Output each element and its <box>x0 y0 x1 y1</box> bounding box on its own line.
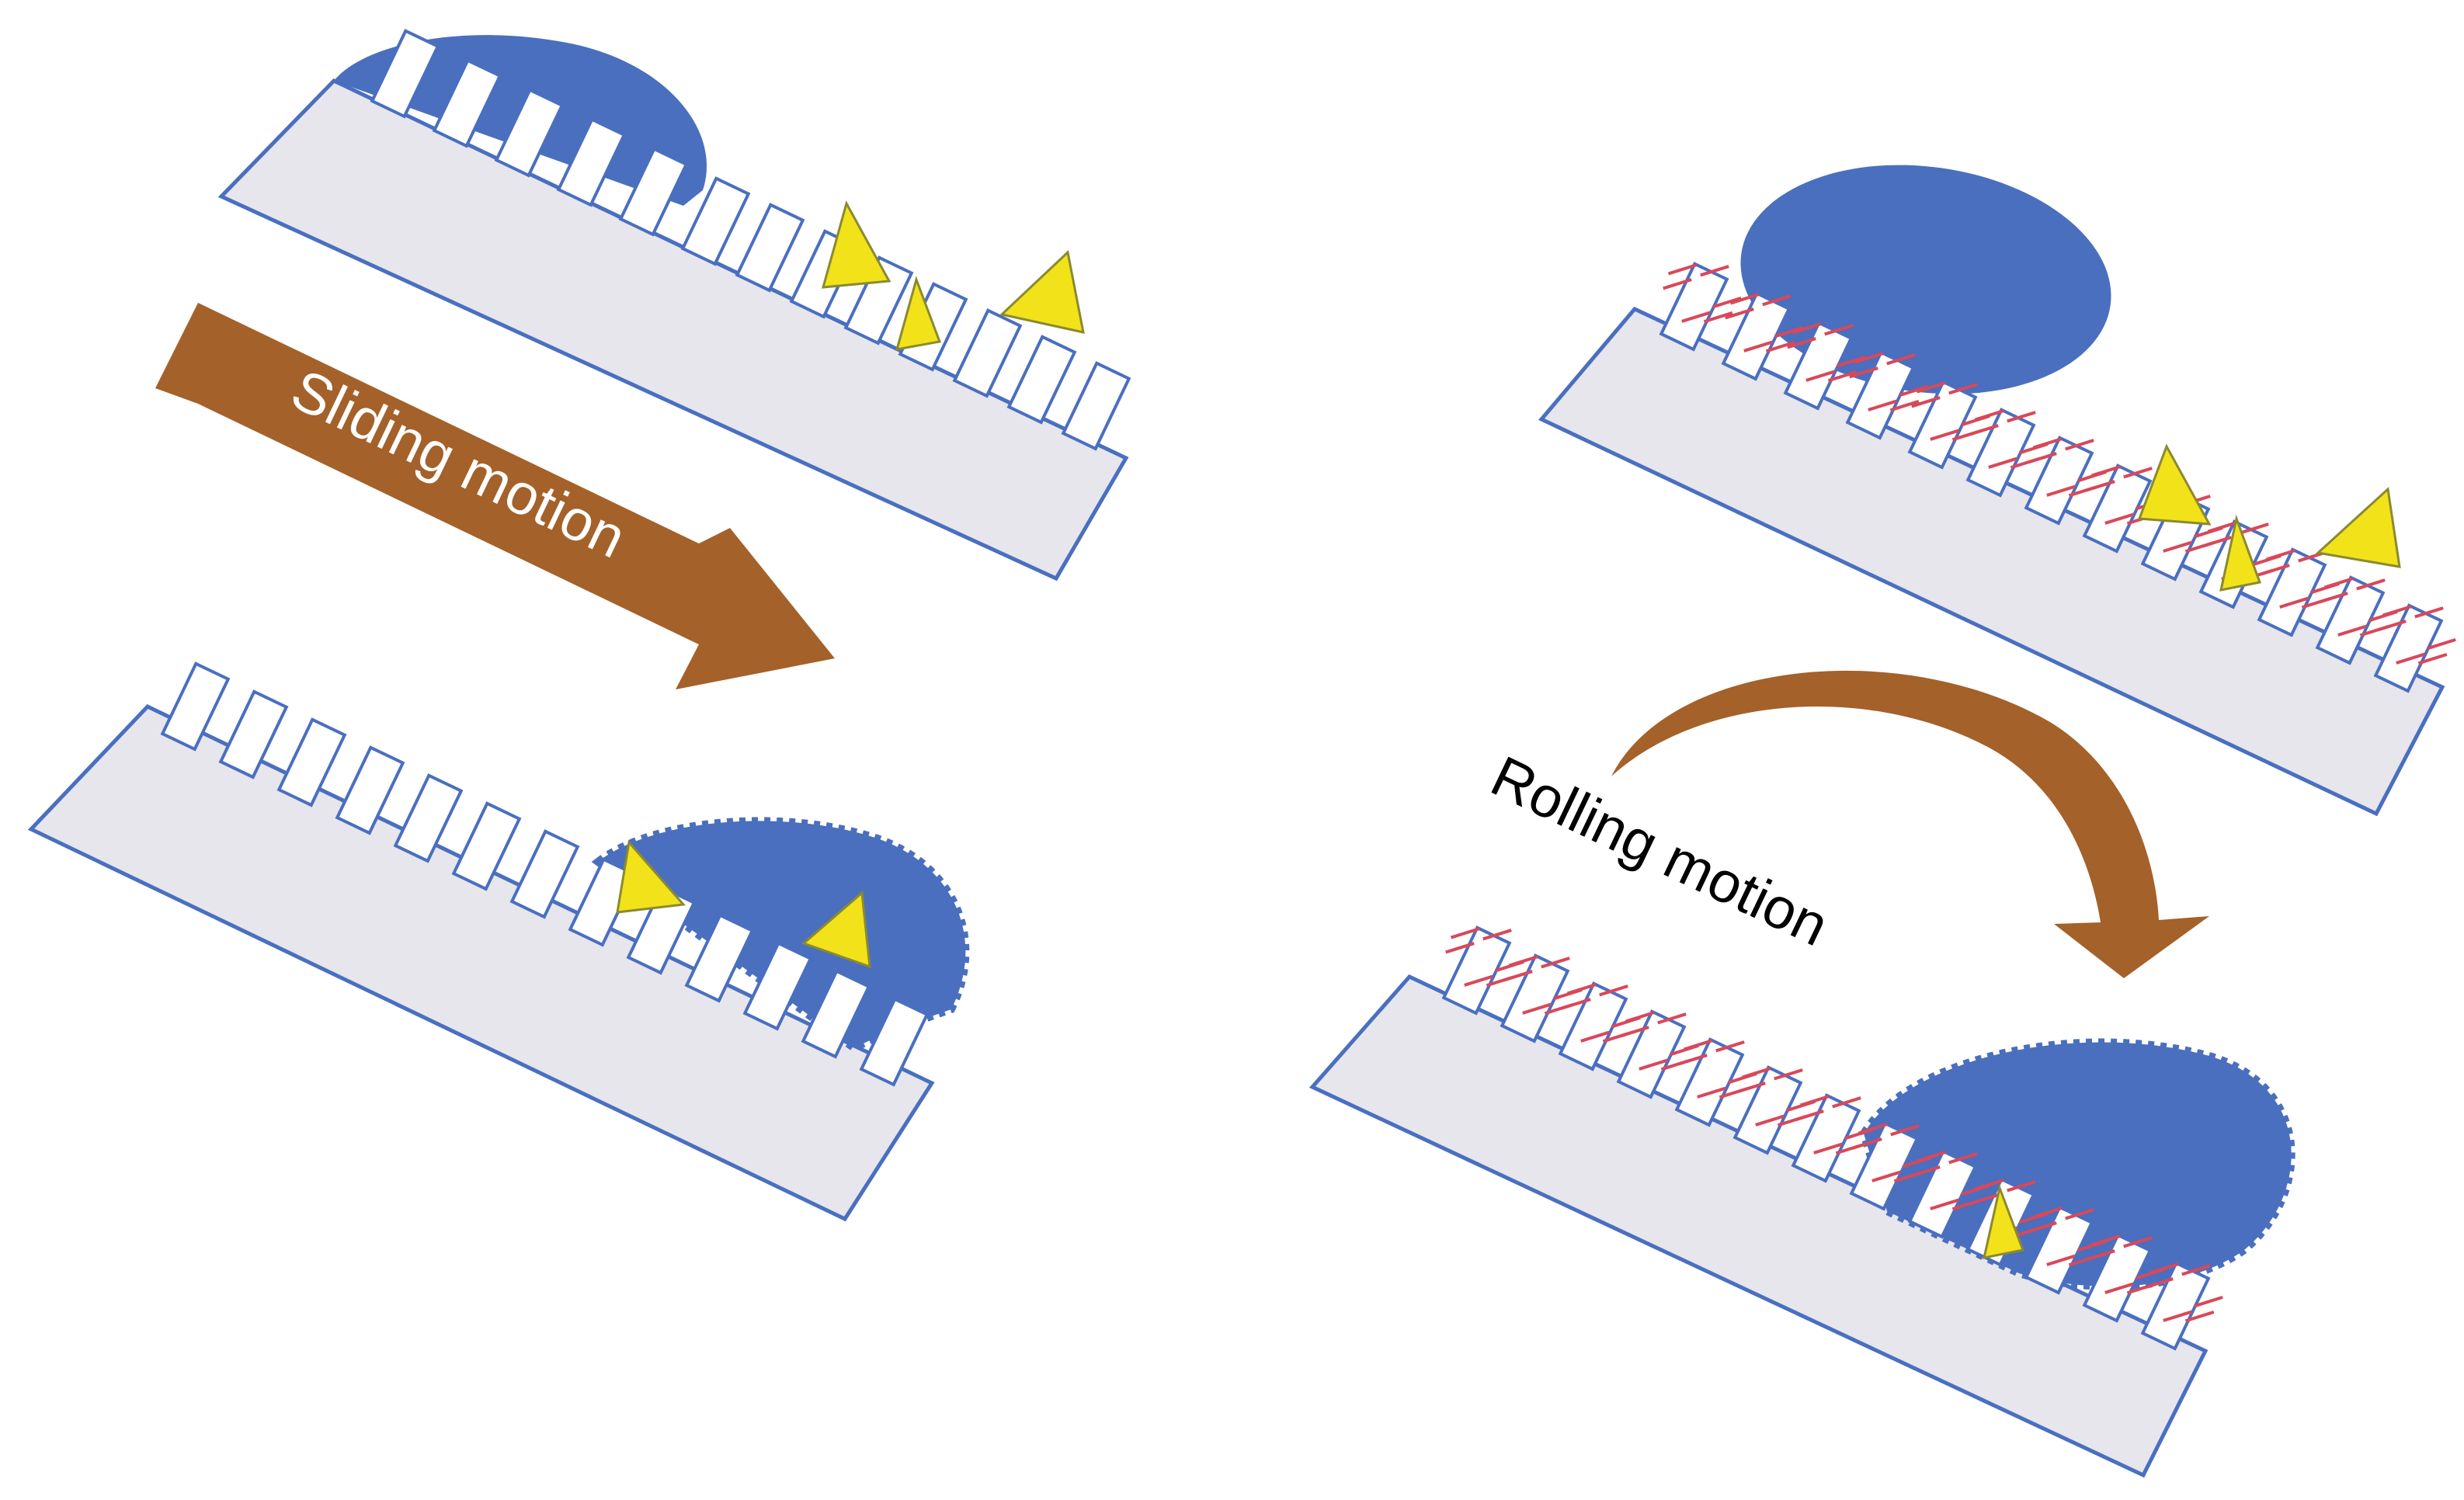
particle-triangle <box>895 276 942 351</box>
particle-triangle <box>801 890 871 969</box>
rolling-motion-label: Rolling motion <box>1482 744 1838 959</box>
rolling-motion-arrow[interactable]: Rolling motion <box>1482 670 2209 978</box>
substrate-bottom-left <box>27 703 935 1222</box>
particle-triangle <box>616 839 686 914</box>
particle-triangle <box>999 250 1085 334</box>
particles-bottom-left <box>616 839 871 969</box>
particle-triangle <box>2137 443 2212 526</box>
top-right-panel <box>1538 165 2464 817</box>
particle-triangle <box>2315 486 2401 568</box>
droplet-top-right <box>1740 165 2111 394</box>
top-left-panel <box>217 29 1131 582</box>
sliding-arrow-shape <box>155 303 835 689</box>
particle-triangle <box>2219 514 2262 592</box>
droplet-bottom-left <box>591 817 970 1053</box>
particles-top-left <box>821 200 1085 351</box>
particle-triangle <box>821 200 891 289</box>
bottom-left-panel <box>27 661 970 1222</box>
bottom-right-panel <box>1308 906 2295 1478</box>
particle-triangle <box>1983 1183 2025 1259</box>
particles-top-right <box>2137 443 2401 592</box>
particles-bottom-right <box>1983 1183 2025 1259</box>
rolling-arrow-shape <box>1611 670 2209 978</box>
